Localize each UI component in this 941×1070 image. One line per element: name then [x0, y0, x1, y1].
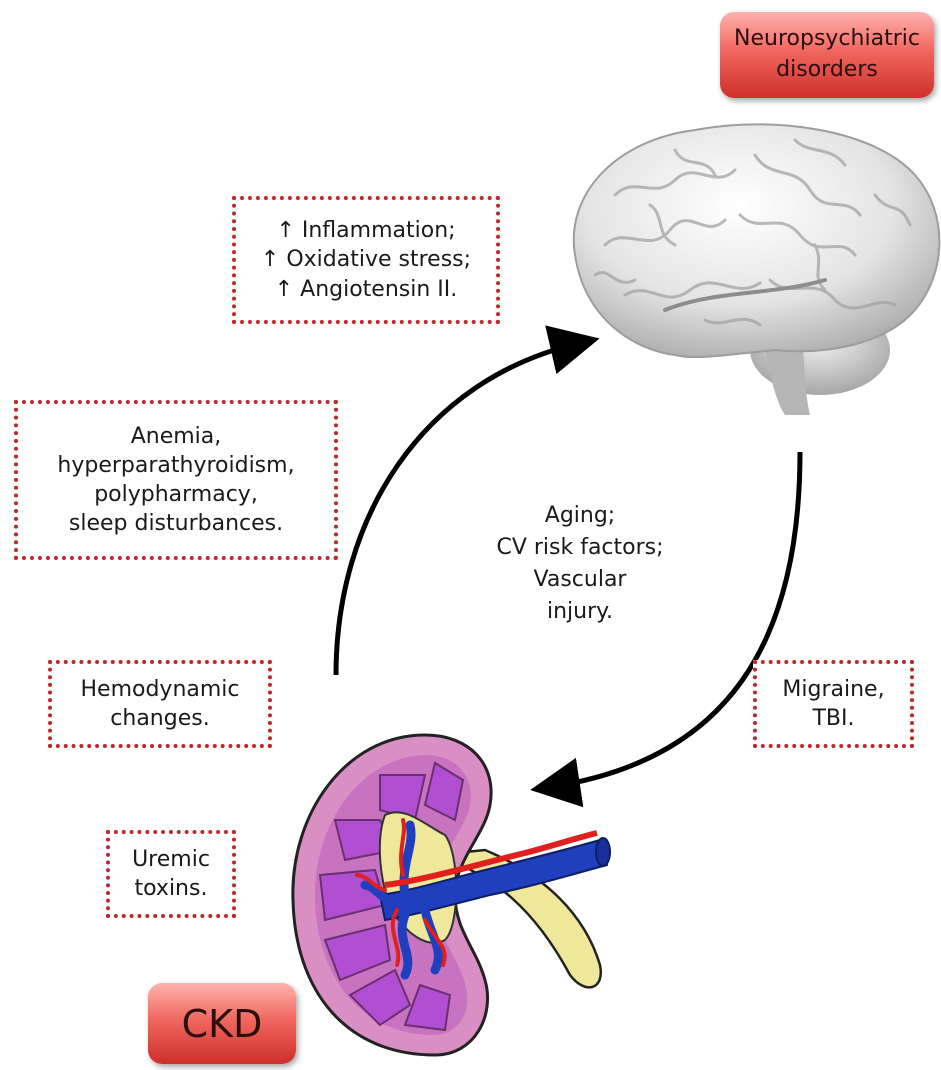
tbi-line: TBI.	[812, 704, 854, 733]
hemodynamic-box: Hemodynamic changes.	[48, 660, 272, 748]
oxidative-stress-line: ↑ Oxidative stress;	[261, 245, 471, 274]
uremic-toxins-box: Uremic toxins.	[106, 830, 236, 918]
aging-line: Aging;	[545, 500, 615, 532]
kidney-cross-section-illustration	[285, 725, 645, 1065]
inflammation-line: ↑ Inflammation;	[276, 216, 455, 245]
injury-line: injury.	[547, 596, 613, 628]
ckd-label-text: CKD	[182, 1002, 263, 1046]
cv-risk-line: CV risk factors;	[496, 532, 663, 564]
sleep-disturbances-line: sleep disturbances.	[69, 509, 283, 538]
ckd-label: CKD	[148, 983, 296, 1064]
vascular-line: Vascular	[534, 564, 627, 596]
neuro-label-line-2: disorders	[776, 55, 878, 86]
anemia-line: Anemia,	[131, 422, 222, 451]
neuropsychiatric-disorders-label: Neuropsychiatric disorders	[720, 12, 934, 98]
hemodynamic-line-1: Hemodynamic	[80, 675, 239, 704]
neuro-label-line-1: Neuropsychiatric	[734, 24, 920, 55]
center-risk-factors-text: Aging; CV risk factors; Vascular injury.	[460, 500, 700, 628]
brain-illustration	[555, 105, 941, 425]
hyperparathyroidism-line: hyperparathyroidism,	[57, 451, 294, 480]
migraine-line: Migraine,	[782, 675, 884, 704]
migraine-tbi-box: Migraine, TBI.	[753, 660, 914, 748]
inflammation-box: ↑ Inflammation; ↑ Oxidative stress; ↑ An…	[232, 196, 500, 324]
uremic-line-2: toxins.	[135, 874, 208, 903]
polypharmacy-line: polypharmacy,	[94, 480, 258, 509]
angiotensin-line: ↑ Angiotensin II.	[275, 275, 458, 304]
hemodynamic-line-2: changes.	[110, 704, 209, 733]
anemia-box: Anemia, hyperparathyroidism, polypharmac…	[14, 400, 338, 560]
uremic-line-1: Uremic	[132, 845, 210, 874]
